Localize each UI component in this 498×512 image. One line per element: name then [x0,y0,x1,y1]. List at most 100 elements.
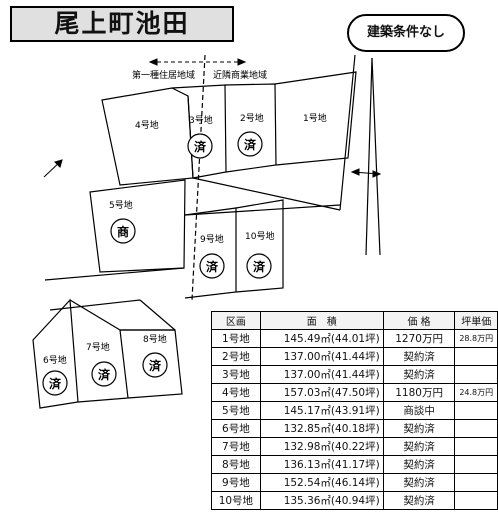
row-lot: 8号地 [211,455,261,474]
row-price: 契約済 [382,419,456,438]
lot-label-3: 3号地 [189,114,213,126]
row-lot: 10号地 [211,491,261,510]
row-lot: 9号地 [211,473,261,492]
row-area: 135.36㎡(40.94坪) [259,491,384,510]
zone-divider [191,54,206,301]
row-price: 契約済 [382,437,456,456]
lot-label-4: 4号地 [135,119,159,131]
row-lot: 5号地 [211,401,261,420]
lot-10-boundary [235,199,284,293]
lot-2-status-circle [237,131,263,157]
header-area: 面 積 [259,311,384,330]
lot-label-5: 5号地 [109,199,133,211]
road-width-arrow-left-head [350,168,360,176]
lot-10-status-circle [246,253,272,279]
row-price: 契約済 [382,491,456,510]
lot-4-boundary [101,87,194,186]
lot-5-status-mark: 商 [117,224,129,239]
lot-label-8: 8号地 [143,333,167,345]
lot-10-status-mark: 済 [253,259,266,274]
zone-arrow-left-head [148,58,158,66]
row-area: 145.49㎡(44.01坪) [259,329,384,348]
zone-label-right: 近隣商業地域 [213,69,267,81]
row-price: 契約済 [382,473,456,492]
row-lot: 4号地 [211,383,261,402]
lot-9-status-circle [199,253,225,279]
page-title: 尾上町池田 [10,6,234,42]
row-area: 132.85㎡(40.18坪) [259,419,384,438]
row-unit-price [454,455,498,474]
lot-5-status-circle [110,218,136,244]
row-price: 契約済 [382,365,456,384]
lot-6-status-circle [42,370,68,396]
condition-badge: 建築条件なし [347,14,465,52]
row-lot: 6号地 [211,419,261,438]
row-unit-price [454,473,498,492]
lot-3-status-circle [187,133,213,159]
row-price: 契約済 [382,455,456,474]
lot-2-status-mark: 済 [244,137,257,152]
row-area: 136.13㎡(41.17坪) [259,455,384,474]
header-price: 価 格 [382,311,456,330]
lot-7-boundary [69,299,129,403]
row-unit-price [454,491,498,510]
row-area: 137.00㎡(41.44坪) [259,347,384,366]
row-area: 145.17㎡(43.91坪) [259,401,384,420]
lot-9-status-mark: 済 [206,259,219,274]
road-edge-right [371,57,381,256]
lot-3-boundary [171,84,227,179]
row-area: 132.98㎡(40.22坪) [259,437,384,456]
row-unit-price [454,419,498,438]
lot-label-6: 6号地 [43,354,67,366]
row-price: 1180万円 [382,383,456,402]
lot-7-status-mark: 済 [98,367,111,382]
lot-6-status-mark: 済 [49,376,62,391]
zone-arrow-right-head [237,58,247,66]
lot-label-2: 2号地 [240,112,264,124]
lot-7-status-circle [91,361,117,387]
header-lot: 区画 [211,311,261,330]
row-price: 1270万円 [382,329,456,348]
lot-label-10: 10号地 [245,230,274,242]
row-unit-price [454,347,498,366]
row-unit-price [454,401,498,420]
row-lot: 7号地 [211,437,261,456]
lot-label-9: 9号地 [200,233,224,245]
lot-2-boundary [224,83,277,173]
row-unit-price: 28.8万円 [454,329,498,348]
table-header-row: 区画 面 積 価 格 坪単価 [211,311,498,330]
lot-label-1: 1号地 [303,112,327,124]
row-area: 137.00㎡(41.44坪) [259,365,384,384]
row-unit-price [454,437,498,456]
road-edge-far [365,57,373,256]
lot-8-boundary [120,329,183,399]
lot-5-boundary [89,179,186,273]
lot-label-7: 7号地 [86,341,110,353]
road-width-arrow-right-head [372,170,382,178]
row-lot: 1号地 [211,329,261,348]
lot-8-status-mark: 済 [149,358,162,373]
zone-label-left: 第一種住居地域 [132,69,195,81]
row-unit-price: 24.8万円 [454,383,498,402]
header-unit-price: 坪単価 [454,311,498,330]
road-edge-left [339,54,356,211]
row-price: 商談中 [382,401,456,420]
internal-road [44,177,341,331]
row-unit-price [454,365,498,384]
row-lot: 2号地 [211,347,261,366]
row-lot: 3号地 [211,365,261,384]
north-arrow-icon [43,159,63,178]
lot-8-status-circle [142,352,168,378]
